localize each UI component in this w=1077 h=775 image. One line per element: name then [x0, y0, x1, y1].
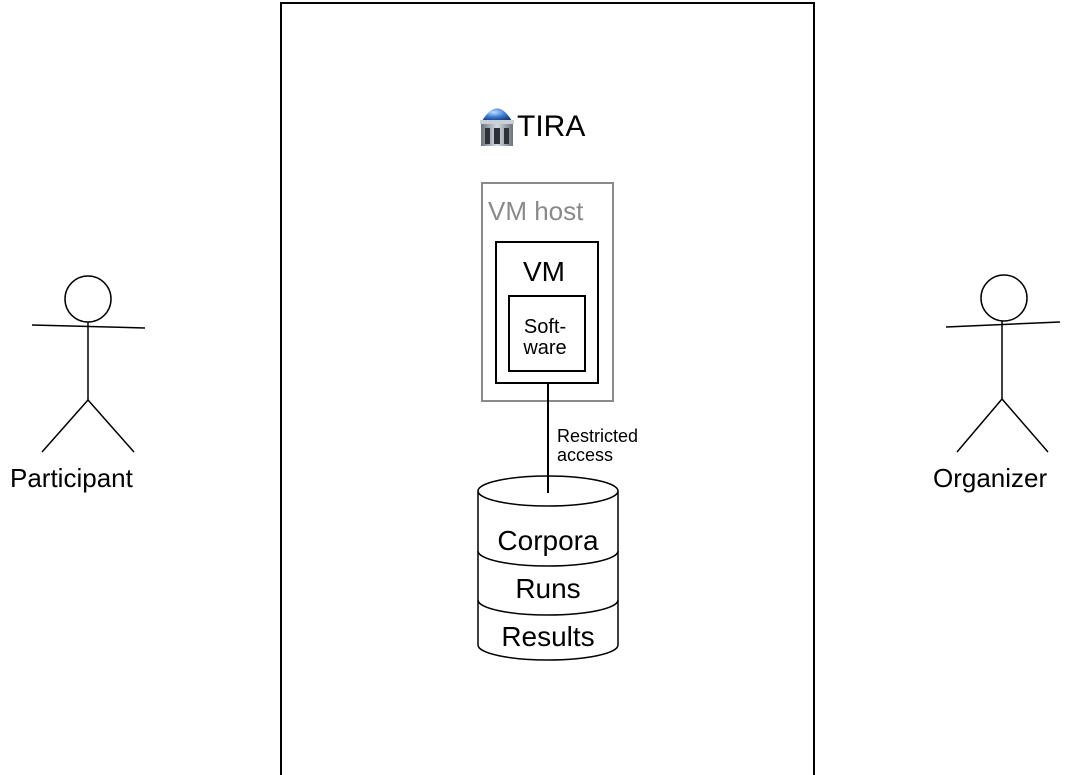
software-label: Soft- ware	[523, 316, 567, 359]
software-box	[508, 295, 586, 372]
participant-actor-icon	[31, 275, 146, 453]
participant-label: Participant	[10, 463, 133, 493]
vm-label: VM	[523, 256, 565, 287]
tira-boundary	[280, 2, 815, 775]
database-segment-corpora: Corpora	[497, 525, 599, 556]
database-segment-results: Results	[501, 621, 595, 652]
database-segment-runs: Runs	[515, 573, 581, 604]
platform-title: TIRA	[517, 110, 586, 143]
organizer-label: Organizer	[933, 463, 1048, 493]
vm-host-label: VM host	[488, 196, 584, 226]
organizer-actor-icon	[945, 274, 1061, 453]
tira-logo-icon	[480, 108, 514, 146]
restricted-access-label: Restricted access	[557, 426, 639, 465]
